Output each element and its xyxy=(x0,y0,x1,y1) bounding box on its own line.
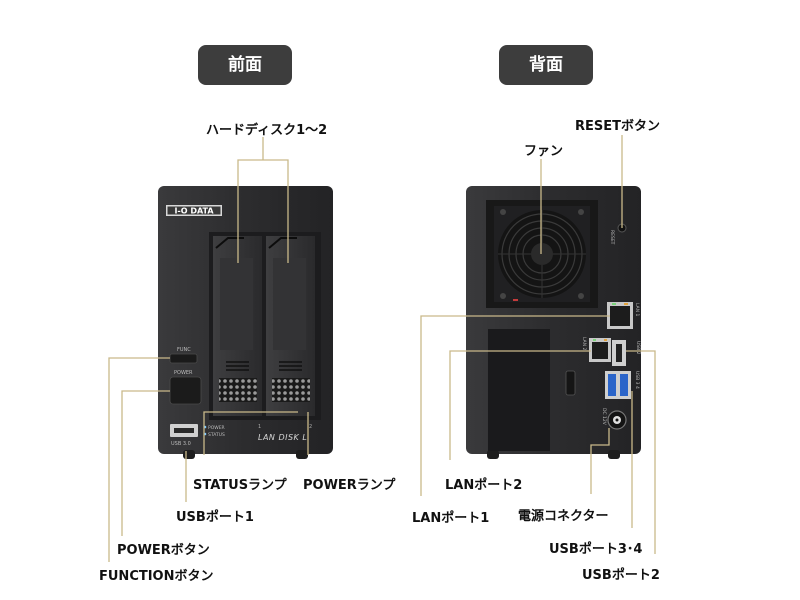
function-button[interactable]: FUNC xyxy=(169,347,198,364)
label-function-button: FUNCTIONボタン xyxy=(99,569,214,584)
bay-number-2: 2 xyxy=(309,424,312,430)
brand-text: I-O DATA xyxy=(174,207,214,216)
lan-port-2[interactable]: LAN 2 xyxy=(581,337,611,362)
usb-port-front[interactable]: USB 3.0 xyxy=(170,424,198,447)
power-connector[interactable]: DC 12V xyxy=(601,408,627,430)
label-usb-port2: USBポート2 xyxy=(582,568,660,583)
lan2-text: LAN 2 xyxy=(581,337,587,350)
usb-port-2[interactable]: USB 2 xyxy=(612,340,641,366)
label-reset-button: RESETボタン xyxy=(575,119,661,134)
bay-number-1: 1 xyxy=(258,424,261,430)
brand-logo: I-O DATA xyxy=(166,205,222,216)
usb-front-text: USB 3.0 xyxy=(171,441,191,447)
label-usb-port34: USBポート3･4 xyxy=(549,542,643,557)
leader-lan1 xyxy=(420,315,610,496)
reset-text: RESET xyxy=(609,230,615,245)
front-heading: 前面 xyxy=(198,45,292,85)
lan1-text: LAN 1 xyxy=(634,303,640,316)
leader-power-button xyxy=(121,390,170,536)
model-text: LAN DISK L xyxy=(258,433,307,442)
label-usb-port1: USBポート1 xyxy=(176,510,254,525)
drive-tray-2[interactable] xyxy=(266,236,315,416)
drive-tray-1[interactable] xyxy=(213,236,262,416)
label-lan-port1: LANポート1 xyxy=(412,511,490,526)
dc-text: DC 12V xyxy=(601,408,607,426)
back-device: RESET LAN 1 LAN 2 USB 2 xyxy=(466,186,641,459)
usb34-text: USB 3 4 xyxy=(634,371,640,389)
func-text: FUNC xyxy=(177,347,191,353)
label-power-lamp: POWERランプ xyxy=(303,478,396,493)
label-power-button: POWERボタン xyxy=(117,543,210,558)
power-led-text: POWER xyxy=(208,425,225,431)
fan xyxy=(486,200,598,308)
back-heading: 背面 xyxy=(499,45,593,85)
lan-port-1[interactable]: LAN 1 xyxy=(607,302,640,329)
usb2-text: USB 2 xyxy=(635,341,641,355)
front-device: I-O DATA 1 2 FUNC xyxy=(158,186,333,459)
label-panel xyxy=(488,329,550,451)
leader-lines xyxy=(108,135,656,562)
status-led-text: STATUS xyxy=(208,432,225,438)
kensington-slot xyxy=(565,370,576,396)
leader-function-button xyxy=(108,357,170,562)
label-status-lamp: STATUSランプ xyxy=(193,478,287,493)
leader-power-connector xyxy=(590,428,610,494)
leader-lan2 xyxy=(449,350,591,460)
leader-status-lamp xyxy=(203,411,298,455)
usb-port-34[interactable]: USB 3 4 xyxy=(605,371,640,399)
leader-usb2 xyxy=(626,350,656,554)
label-hdd: ハードディスク1～2 xyxy=(206,123,328,138)
label-power-connector: 電源コネクター xyxy=(518,509,609,524)
label-lan-port2: LANポート2 xyxy=(445,478,523,493)
power-button-text: POWER xyxy=(174,370,193,376)
label-fan: ファン xyxy=(524,144,564,159)
